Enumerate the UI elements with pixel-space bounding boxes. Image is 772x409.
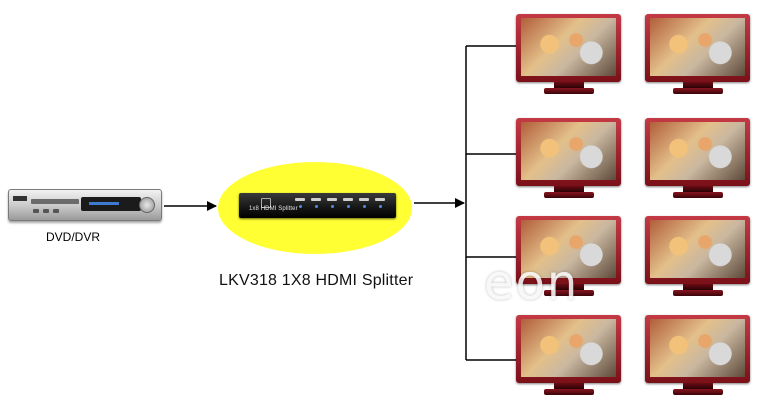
splitter-panel-label: 1x8 HDMI Splitter (249, 206, 298, 212)
tv-icon (645, 216, 750, 302)
tv-icon (645, 14, 750, 100)
tv-icon (645, 315, 750, 401)
watermark: eon (484, 255, 580, 311)
dvd-player-icon (8, 185, 162, 223)
hdmi-splitter-device: 1x8 HDMI Splitter (239, 193, 396, 218)
tv-icon (645, 118, 750, 204)
tv-icon (516, 118, 621, 204)
tv-icon (516, 14, 621, 100)
tv-icon (516, 315, 621, 401)
source-label: DVD/DVR (46, 230, 101, 244)
tv-icon (516, 216, 621, 302)
splitter-name: LKV318 1X8 HDMI Splitter (219, 272, 414, 289)
power-button-icon (261, 198, 271, 208)
